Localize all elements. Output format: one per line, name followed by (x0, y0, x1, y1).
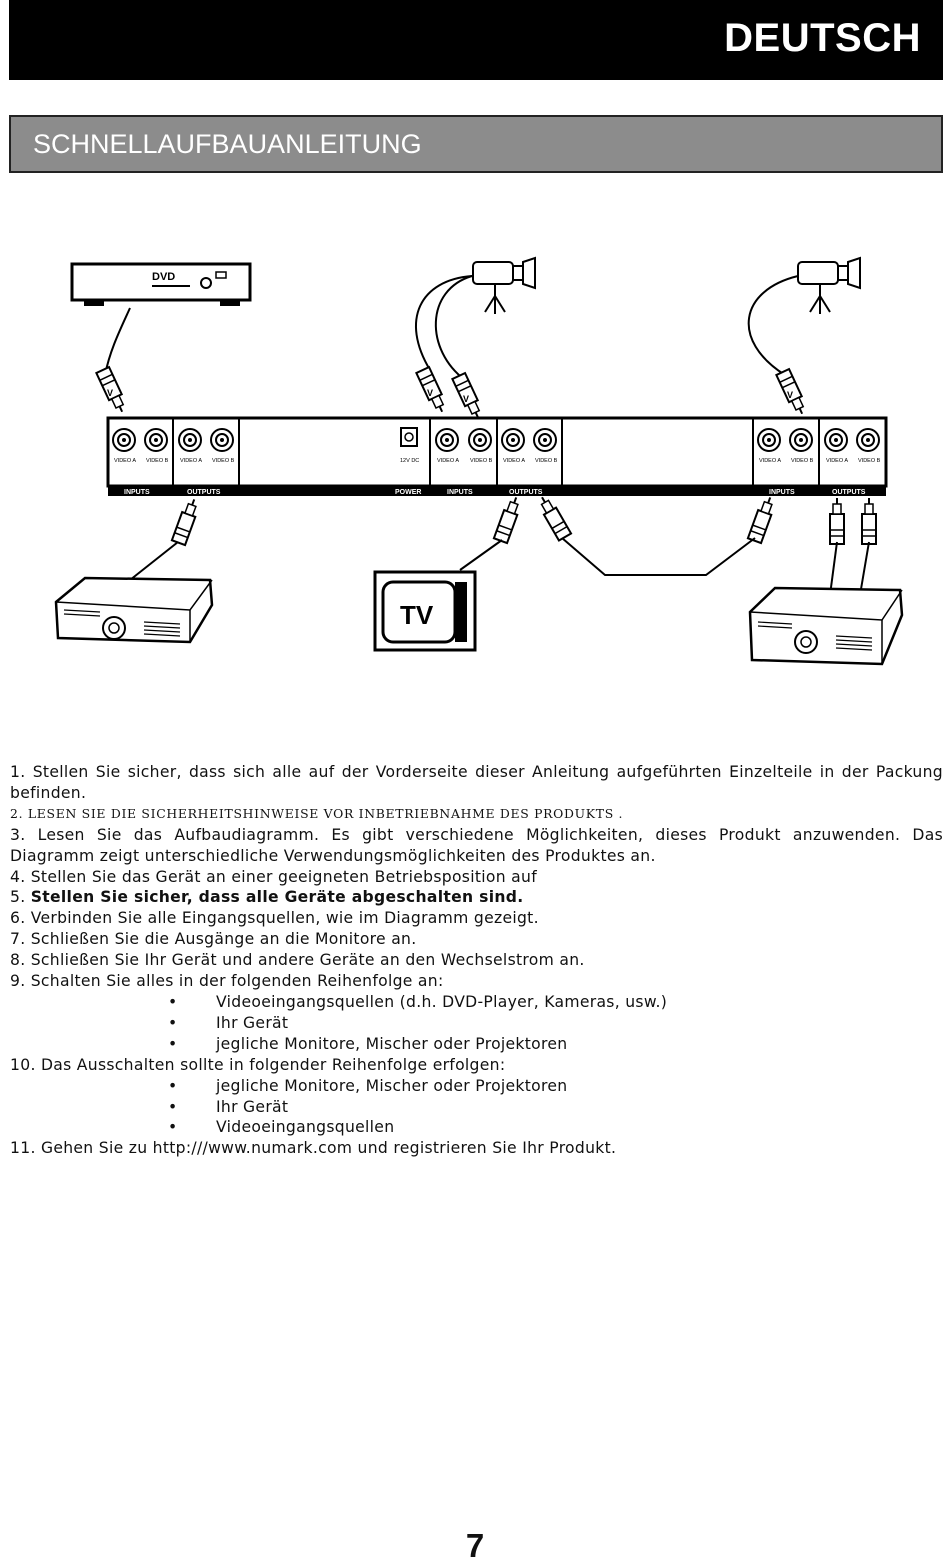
power-jack-icon (400, 427, 418, 447)
jack-icon (435, 428, 459, 452)
jack-icon (144, 428, 168, 452)
section-title-box: SCHNELLAUFBAUANLEITUNG (9, 115, 943, 173)
svg-text:VIDEO A: VIDEO A (826, 458, 848, 464)
dvd-label: DVD (152, 271, 175, 283)
list-item: jegliche Monitore, Mischer oder Projekto… (10, 1034, 943, 1055)
svg-text:VIDEO B: VIDEO B (535, 458, 558, 464)
section-label-inputs: INPUTS (447, 489, 473, 496)
device-rear-panel: VIDEO A VIDEO B VIDEO A VIDEO B 12V DC V… (106, 416, 888, 496)
svg-text:VIDEO A: VIDEO A (759, 458, 781, 464)
setup-instructions: 1. Stellen Sie sicher, dass sich alle au… (10, 762, 943, 1159)
plug-label: V (107, 388, 113, 398)
power-off-order-list: jegliche Monitore, Mischer oder Projekto… (10, 1076, 943, 1139)
instruction-item-5-warning: Stellen Sie sicher, dass alle Geräte abg… (30, 888, 524, 907)
section-title: SCHNELLAUFBAUANLEITUNG (33, 129, 422, 159)
svg-text:VIDEO B: VIDEO B (212, 458, 235, 464)
plug-label: V (427, 388, 433, 398)
section-label-outputs: OUTPUTS (187, 489, 221, 496)
jack-icon (210, 428, 234, 452)
instruction-item-4: 4. Stellen Sie das Gerät an einer geeign… (10, 867, 537, 886)
jack-icon (501, 428, 525, 452)
jack-icon (789, 428, 813, 452)
power-on-order-list: Videoeingangsquellen (d.h. DVD-Player, K… (10, 992, 943, 1055)
svg-text:VIDEO B: VIDEO B (470, 458, 493, 464)
list-item: Videoeingangsquellen (10, 1117, 943, 1138)
jack-icon (178, 428, 202, 452)
plug-label: V (463, 394, 469, 404)
instruction-item-7: 7. Schließen Sie die Ausgänge an die Mon… (10, 930, 417, 949)
camera-icon (472, 257, 536, 315)
jack-icon (533, 428, 557, 452)
camera-icon (797, 257, 861, 315)
svg-text:VIDEO B: VIDEO B (791, 458, 814, 464)
instruction-item-2: 2. LESEN SIE DIE SICHERHEITSHINWEISE VOR… (10, 805, 624, 821)
instruction-item-3: 3. Lesen Sie das Aufbaudiagramm. Es gibt… (10, 825, 943, 865)
instruction-item-6: 6. Verbinden Sie alle Eingangsquellen, w… (10, 909, 539, 928)
list-item: jegliche Monitore, Mischer oder Projekto… (10, 1076, 943, 1097)
svg-text:VIDEO A: VIDEO A (180, 458, 202, 464)
projector-icon (54, 576, 214, 644)
jack-icon (824, 428, 848, 452)
section-label-outputs: OUTPUTS (509, 489, 543, 496)
projector-icon (748, 586, 904, 666)
page-number: 7 (465, 1527, 485, 1564)
dvd-player-icon: DVD (70, 262, 252, 306)
section-label-power: POWER (395, 489, 421, 496)
instruction-item-5: 5. Stellen Sie sicher, dass alle Geräte … (10, 887, 943, 908)
list-item: Videoeingangsquellen (d.h. DVD-Player, K… (10, 992, 943, 1013)
svg-text:VIDEO A: VIDEO A (503, 458, 525, 464)
jack-icon (112, 428, 136, 452)
svg-text:12V DC: 12V DC (400, 458, 419, 464)
jack-icon (468, 428, 492, 452)
instruction-item-11: 11. Gehen Sie zu http:///www.numark.com … (10, 1139, 617, 1158)
instruction-item-8: 8. Schließen Sie Ihr Gerät und andere Ge… (10, 951, 585, 970)
tv-label: TV (400, 600, 434, 630)
jack-icon (757, 428, 781, 452)
language-label: DEUTSCH (724, 16, 921, 60)
svg-text:VIDEO B: VIDEO B (858, 458, 881, 464)
setup-diagram: DVD V V V V (54, 257, 904, 666)
section-label-outputs: OUTPUTS (832, 489, 866, 496)
svg-text:VIDEO B: VIDEO B (146, 458, 169, 464)
section-label-inputs: INPUTS (124, 489, 150, 496)
list-item: Ihr Gerät (10, 1013, 943, 1034)
instruction-item-1: 1. Stellen Sie sicher, dass sich alle au… (10, 763, 943, 802)
instruction-item-9: 9. Schalten Sie alles in der folgenden R… (10, 972, 444, 991)
list-item: Ihr Gerät (10, 1097, 943, 1118)
svg-text:VIDEO A: VIDEO A (114, 458, 136, 464)
language-header-bar: DEUTSCH (9, 0, 943, 80)
plug-label: V (787, 390, 793, 400)
section-label-inputs: INPUTS (769, 489, 795, 496)
instruction-item-5-number: 5. (10, 888, 31, 907)
jack-icon (856, 428, 880, 452)
instruction-item-10: 10. Das Ausschalten sollte in folgender … (10, 1055, 506, 1074)
tv-icon: TV (373, 570, 477, 652)
svg-text:VIDEO A: VIDEO A (437, 458, 459, 464)
